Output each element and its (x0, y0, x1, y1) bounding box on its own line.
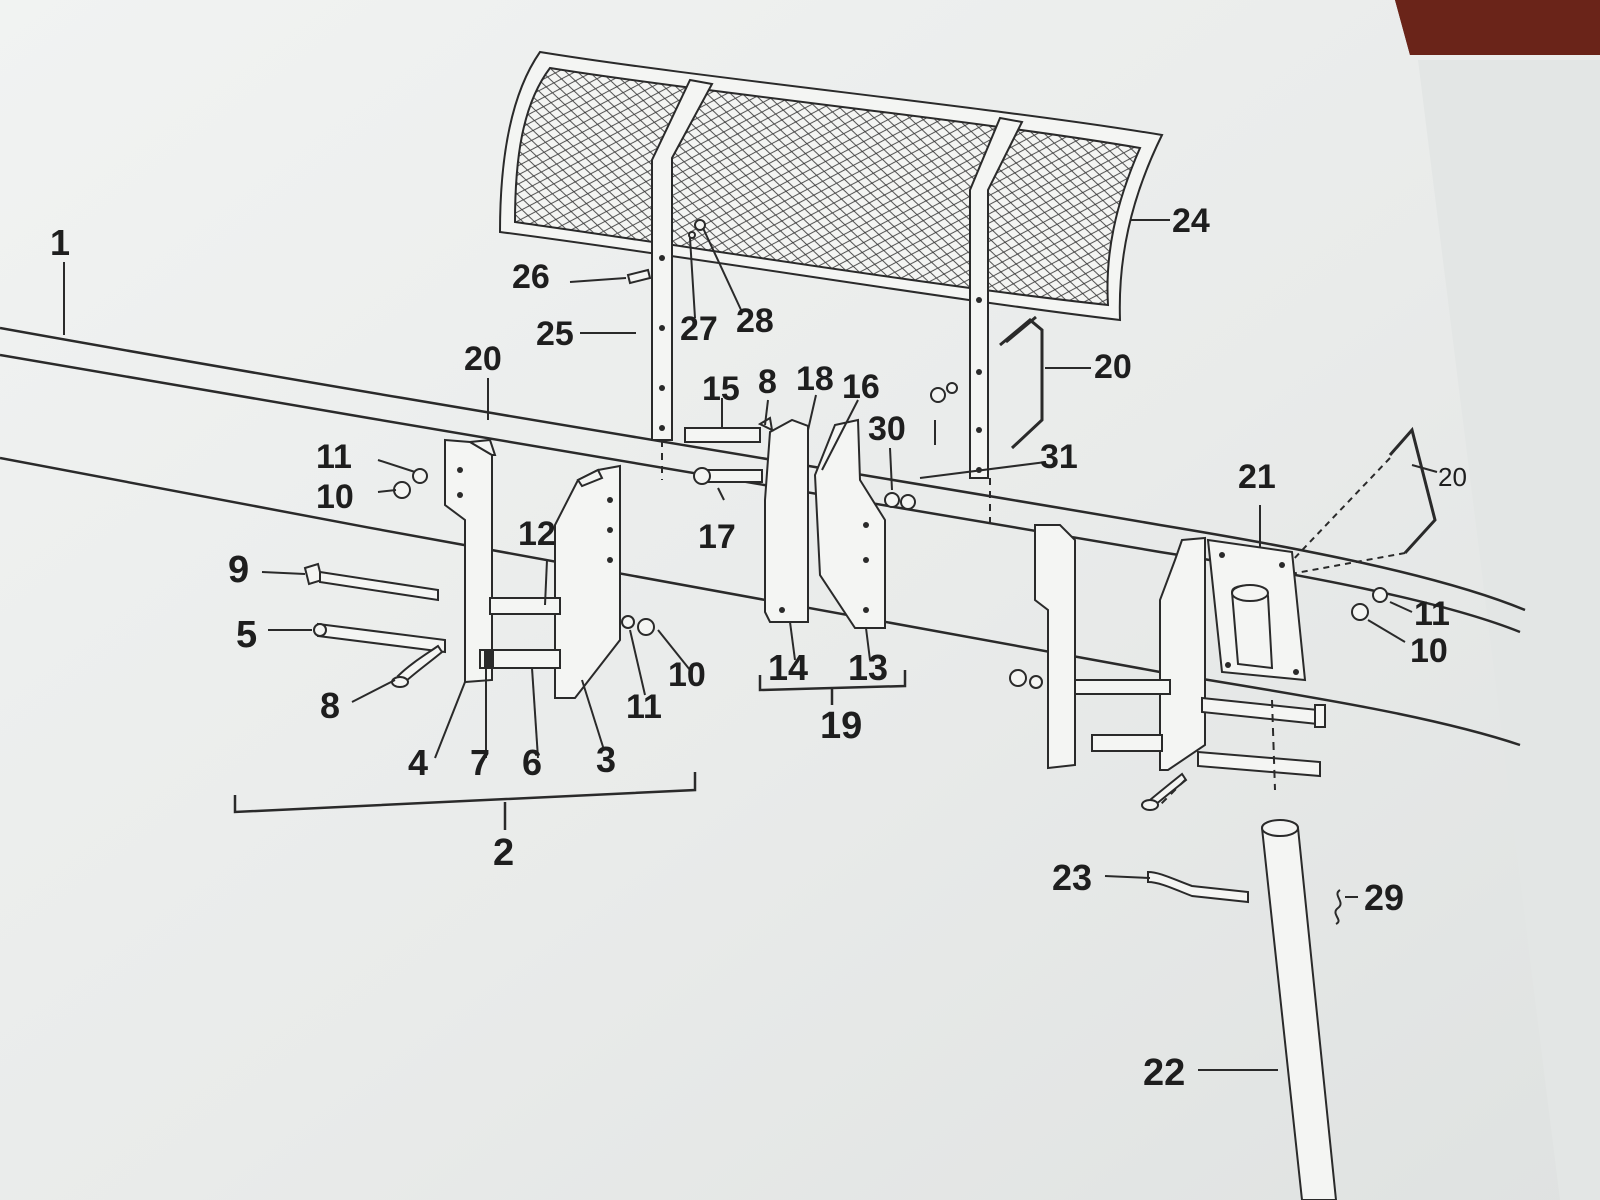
callout-11-left: 11 (316, 438, 352, 476)
grille-guard (498, 50, 1164, 479)
callout-1: 1 (50, 222, 70, 263)
callout-20-far-right: 20 (1438, 462, 1467, 492)
callout-6: 6 (522, 742, 542, 783)
callout-15: 15 (702, 370, 740, 408)
callout-16: 16 (842, 368, 880, 406)
u-bolt-right (999, 315, 1044, 450)
callout-30: 30 (868, 410, 906, 448)
callout-26: 26 (512, 258, 550, 296)
callout-20-mid: 20 (1094, 348, 1132, 386)
callout-31: 31 (1040, 438, 1078, 476)
group-bracket-2 (233, 772, 697, 830)
callout-12: 12 (518, 515, 556, 553)
callout-13: 13 (848, 647, 888, 688)
callout-10-right: 10 (1410, 632, 1448, 670)
callout-17: 17 (698, 518, 736, 556)
callout-20-left: 20 (464, 340, 502, 378)
u-bolt-far-right (1284, 426, 1437, 576)
callout-28: 28 (736, 302, 774, 340)
callout-23: 23 (1052, 857, 1092, 898)
callout-21: 21 (1238, 458, 1276, 496)
left-bracket-assembly (303, 438, 655, 699)
callout-7: 7 (470, 742, 490, 783)
callout-5: 5 (236, 614, 257, 656)
callout-24: 24 (1172, 202, 1210, 240)
group-bracket-19 (758, 670, 907, 705)
callout-27: 27 (680, 310, 718, 348)
callout-19: 19 (820, 705, 862, 747)
callout-22: 22 (1143, 1052, 1185, 1094)
callout-4: 4 (408, 742, 428, 783)
callout-11-right: 11 (1414, 595, 1450, 633)
right-bracket-assembly (1009, 524, 1388, 811)
callout-8-left: 8 (320, 685, 340, 726)
callout-9: 9 (228, 549, 249, 591)
callout-25: 25 (536, 315, 574, 353)
callout-10-mid: 10 (668, 656, 706, 694)
support-tube (1147, 699, 1342, 1200)
callout-3: 3 (596, 739, 616, 780)
leader-lines (63, 219, 1438, 1071)
callout-10-left: 10 (316, 478, 354, 516)
callout-29: 29 (1364, 877, 1404, 918)
callout-11-mid: 11 (626, 688, 662, 726)
callout-labels: 1 2 3 4 5 6 7 8 8 9 10 10 10 11 11 11 12… (50, 202, 1467, 1094)
callout-14: 14 (768, 647, 808, 688)
callout-2: 2 (493, 832, 514, 874)
callout-8-center: 8 (758, 363, 777, 401)
callout-18: 18 (796, 360, 834, 398)
alignment-lines (661, 440, 1186, 806)
center-bracket-assembly (684, 382, 958, 629)
